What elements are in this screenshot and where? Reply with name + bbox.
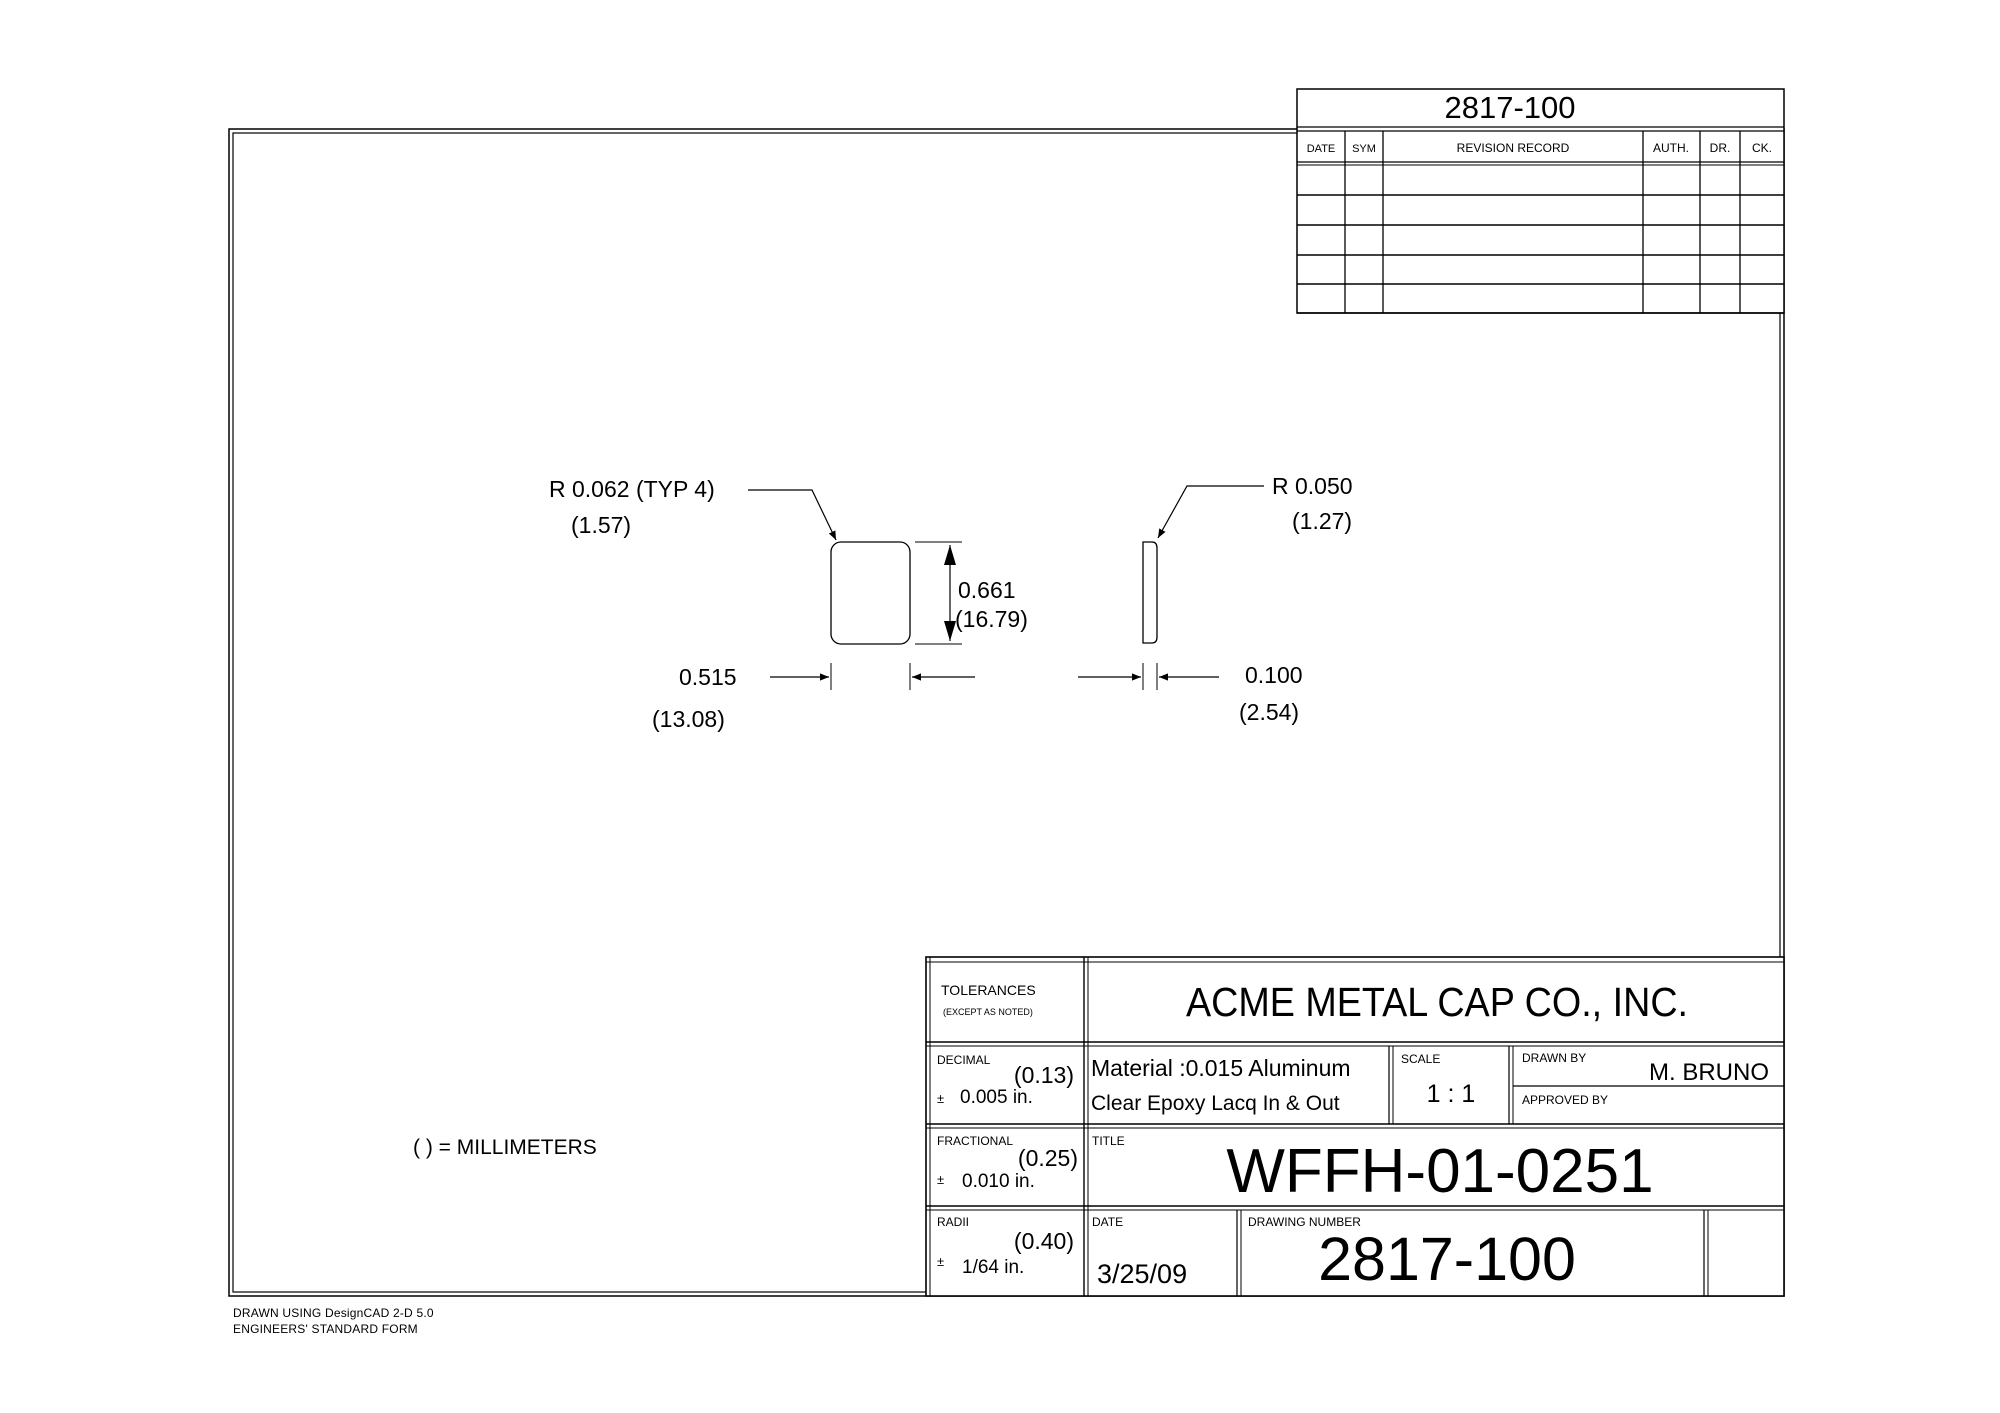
revision-block: 2817-100 DATE SYM REVISION RECORD AUTH. … (1296, 88, 1785, 314)
fractional-tolerance: 0.010 in. (962, 1171, 1035, 1192)
decimal-plus-minus: ± (937, 1091, 944, 1106)
radii-mm: (0.40) (1014, 1228, 1074, 1254)
thickness-mm: (2.54) (1239, 699, 1299, 725)
drawn-by-label: DRAWN BY (1522, 1051, 1586, 1065)
footer-line-1: DRAWN USING DesignCAD 2-D 5.0 (233, 1306, 434, 1320)
rev-header-auth: AUTH. (1653, 141, 1689, 155)
material-line-1: Material :0.015 Aluminum (1091, 1055, 1351, 1081)
part-front-view (830, 541, 911, 645)
drawn-by-name: M. BRUNO (1649, 1059, 1769, 1086)
part-side-view (1142, 541, 1158, 644)
scale-label: SCALE (1401, 1052, 1440, 1066)
decimal-mm: (0.13) (1014, 1062, 1074, 1088)
edge-radius-inch: R 0.050 (1272, 473, 1353, 499)
dim-edge-radius: R 0.050 (1.27) (1157, 473, 1353, 539)
except-as-noted-label: (EXCEPT AS NOTED) (943, 1007, 1033, 1017)
decimal-label: DECIMAL (937, 1053, 991, 1067)
thickness-inch: 0.100 (1245, 662, 1303, 688)
fractional-plus-minus: ± (937, 1172, 944, 1187)
material-line-2: Clear Epoxy Lacq In & Out (1091, 1092, 1340, 1115)
height-mm: (16.79) (955, 606, 1028, 632)
width-mm: (13.08) (652, 706, 725, 732)
fractional-label: FRACTIONAL (937, 1134, 1013, 1148)
title-label: TITLE (1092, 1134, 1125, 1148)
units-note: ( ) = MILLIMETERS (413, 1136, 597, 1159)
radii-plus-minus: ± (937, 1254, 944, 1269)
corner-radius-inch: R 0.062 (TYP 4) (549, 476, 715, 502)
radii-tolerance: 1/64 in. (962, 1257, 1024, 1278)
fractional-mm: (0.25) (1018, 1145, 1078, 1171)
edge-radius-mm: (1.27) (1292, 508, 1352, 534)
drawing-number: 2817-100 (1318, 1225, 1576, 1293)
rev-header-ck: CK. (1752, 141, 1772, 155)
corner-radius-mm: (1.57) (571, 512, 631, 538)
company-name: ACME METAL CAP CO., INC. (1186, 980, 1688, 1026)
rev-header-dr: DR. (1710, 141, 1731, 155)
dim-thickness: 0.100 (2.54) (1078, 662, 1303, 725)
revision-drawing-number: 2817-100 (1444, 90, 1575, 125)
drawing-number-label: DRAWING NUMBER (1248, 1215, 1361, 1229)
dim-width: 0.515 (13.08) (652, 663, 975, 732)
tolerances-label: TOLERANCES (941, 982, 1036, 998)
title-block: TOLERANCES (EXCEPT AS NOTED) ACME METAL … (925, 956, 1785, 1297)
height-inch: 0.661 (958, 577, 1016, 603)
decimal-tolerance: 0.005 in. (960, 1087, 1033, 1108)
radii-label: RADII (937, 1215, 969, 1229)
rev-header-sym: SYM (1352, 143, 1376, 155)
date-value: 3/25/09 (1097, 1259, 1187, 1289)
dim-corner-radius: R 0.062 (TYP 4) (1.57) (549, 476, 837, 541)
approved-by-label: APPROVED BY (1522, 1093, 1608, 1107)
rev-header-date: DATE (1307, 143, 1336, 155)
rev-header-record: REVISION RECORD (1457, 141, 1570, 155)
width-inch: 0.515 (679, 664, 737, 690)
part-title: WFFH-01-0251 (1226, 1137, 1653, 1206)
dim-height: 0.661 (16.79) (915, 541, 1028, 645)
footer-line-2: ENGINEERS' STANDARD FORM (233, 1322, 418, 1336)
date-label: DATE (1092, 1215, 1123, 1229)
scale-value: 1 : 1 (1427, 1080, 1476, 1108)
